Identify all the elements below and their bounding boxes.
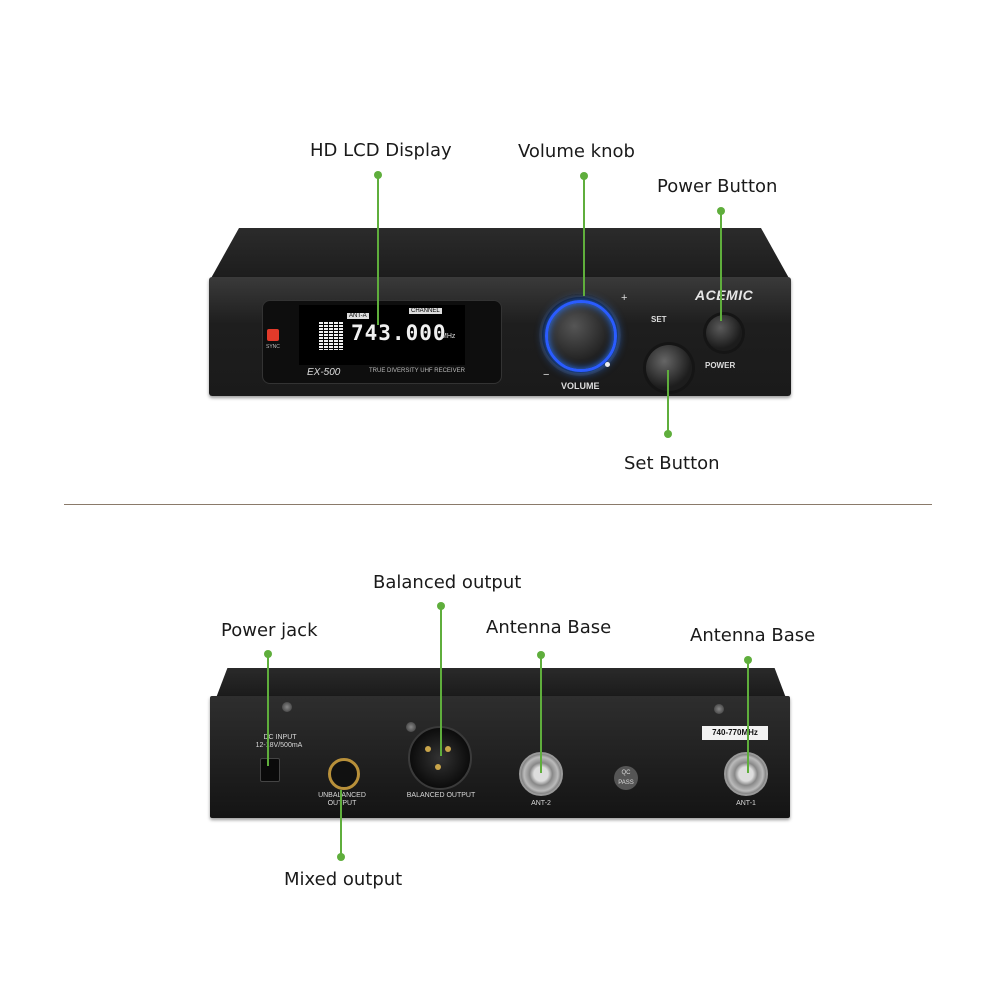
channel-tag: CHANNEL bbox=[409, 308, 442, 314]
knob-indicator-dot bbox=[605, 362, 610, 367]
unbalanced-output-label: UNBALANCED OUTPUT bbox=[318, 792, 366, 807]
leader-line bbox=[267, 654, 269, 766]
brand-logo: ACEMIC bbox=[695, 287, 754, 303]
qc-pass-sticker: QC PASS bbox=[614, 766, 638, 790]
leader-line bbox=[667, 370, 669, 432]
callout-balanced-output: Balanced output bbox=[373, 572, 522, 593]
sync-button[interactable] bbox=[267, 329, 279, 341]
screw-icon bbox=[406, 722, 416, 732]
power-button[interactable] bbox=[706, 315, 742, 351]
lcd-display: CHANNEL ANT-A 743.000 MHz bbox=[299, 305, 465, 365]
callout-mixed-output: Mixed output bbox=[284, 869, 403, 890]
xlr-pin bbox=[435, 764, 441, 770]
receiver-rear-panel: DC INPUT 12-18V/500mA UNBALANCED OUTPUT … bbox=[210, 696, 790, 818]
receiver-front-panel: SYNC CHANNEL ANT-A 743.000 MHz EX-500 TR… bbox=[209, 277, 791, 396]
callout-power-button: Power Button bbox=[657, 176, 778, 197]
power-label: POWER bbox=[705, 361, 736, 370]
model-subtitle: TRUE DIVERSITY UHF RECEIVER bbox=[369, 368, 465, 374]
leader-dot bbox=[337, 853, 345, 861]
leader-line bbox=[340, 790, 342, 856]
set-label: SET bbox=[651, 315, 667, 324]
frequency-unit: MHz bbox=[441, 333, 456, 340]
callout-volume-knob: Volume knob bbox=[518, 141, 635, 162]
callout-antenna-base-1: Antenna Base bbox=[690, 625, 816, 646]
front-unit-top bbox=[210, 228, 790, 280]
volume-knob[interactable] bbox=[539, 294, 621, 376]
callout-set-button: Set Button bbox=[624, 453, 720, 474]
leader-line bbox=[583, 176, 585, 296]
screw-icon bbox=[282, 702, 292, 712]
leader-line bbox=[377, 175, 379, 325]
volume-plus: + bbox=[621, 292, 628, 304]
volume-label: VOLUME bbox=[561, 381, 600, 391]
frequency-readout: 743.000 bbox=[351, 321, 447, 345]
dc-spec-label: 12-18V/500mA bbox=[255, 742, 303, 749]
callout-lcd-display: HD LCD Display bbox=[310, 140, 452, 161]
leader-line bbox=[440, 606, 442, 756]
unbalanced-output-jack[interactable] bbox=[328, 758, 360, 790]
section-divider bbox=[64, 504, 932, 505]
balanced-output-label: BALANCED OUTPUT bbox=[406, 792, 476, 799]
callout-power-jack: Power jack bbox=[221, 620, 318, 641]
leader-line bbox=[540, 655, 542, 773]
sync-label: SYNC bbox=[266, 344, 280, 350]
leader-line bbox=[747, 660, 749, 773]
antenna-tag: ANT-A bbox=[347, 313, 369, 319]
dc-power-jack[interactable] bbox=[260, 758, 280, 782]
leader-dot bbox=[664, 430, 672, 438]
model-name: EX-500 bbox=[307, 367, 341, 378]
ant1-label: ANT-1 bbox=[736, 800, 756, 807]
volume-knob-glow bbox=[545, 300, 617, 372]
volume-minus: − bbox=[543, 369, 550, 381]
frequency-range-sticker: 740-770MHz bbox=[702, 726, 768, 740]
xlr-pin bbox=[425, 746, 431, 752]
qc-top: QC bbox=[621, 770, 631, 776]
antenna-1-connector[interactable] bbox=[724, 752, 768, 796]
rear-unit-top bbox=[216, 668, 786, 698]
signal-meter-bars bbox=[319, 322, 344, 355]
set-button[interactable] bbox=[646, 345, 692, 391]
leader-line bbox=[720, 211, 722, 321]
qc-bottom: PASS bbox=[618, 780, 634, 786]
callout-antenna-base-2: Antenna Base bbox=[486, 617, 612, 638]
screw-icon bbox=[714, 704, 724, 714]
dc-input-label: DC INPUT bbox=[263, 734, 297, 741]
xlr-pin bbox=[445, 746, 451, 752]
ant2-label: ANT-2 bbox=[531, 800, 551, 807]
